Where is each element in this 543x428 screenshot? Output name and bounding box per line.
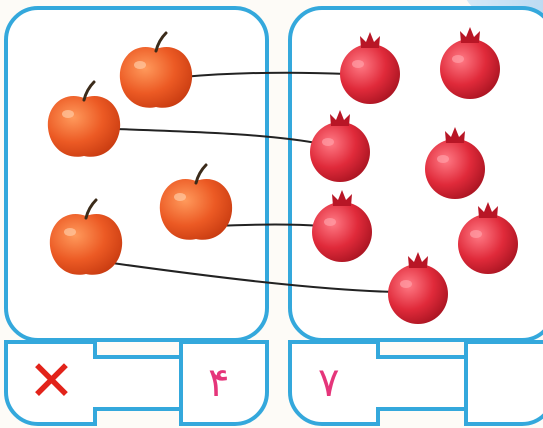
pomegranate-icon [440,27,500,99]
apple-icon [46,80,122,159]
pomegranate-icon [312,190,372,262]
right-answer-digit: ۷ [318,360,340,406]
left-answer-digit: ۴ [208,360,230,406]
apple-icon [48,198,124,277]
pomegranate-icon [340,32,400,104]
pomegranate-icon [458,202,518,274]
match-line [213,223,323,227]
apple-panel [4,6,269,342]
apple-icon [158,163,234,242]
pomegranate-icon [388,252,448,324]
left-number-box[interactable] [179,340,269,426]
pomegranate-icon [425,127,485,199]
wrong-mark: ✕ [28,349,75,414]
match-line [115,128,323,145]
right-mark-box[interactable] [464,340,543,426]
match-line [181,71,349,78]
left-comparison-box[interactable] [93,355,183,411]
pomegranate-icon [310,110,370,182]
match-line [111,262,396,293]
apple-icon [118,31,194,110]
right-comparison-box[interactable] [376,355,468,411]
